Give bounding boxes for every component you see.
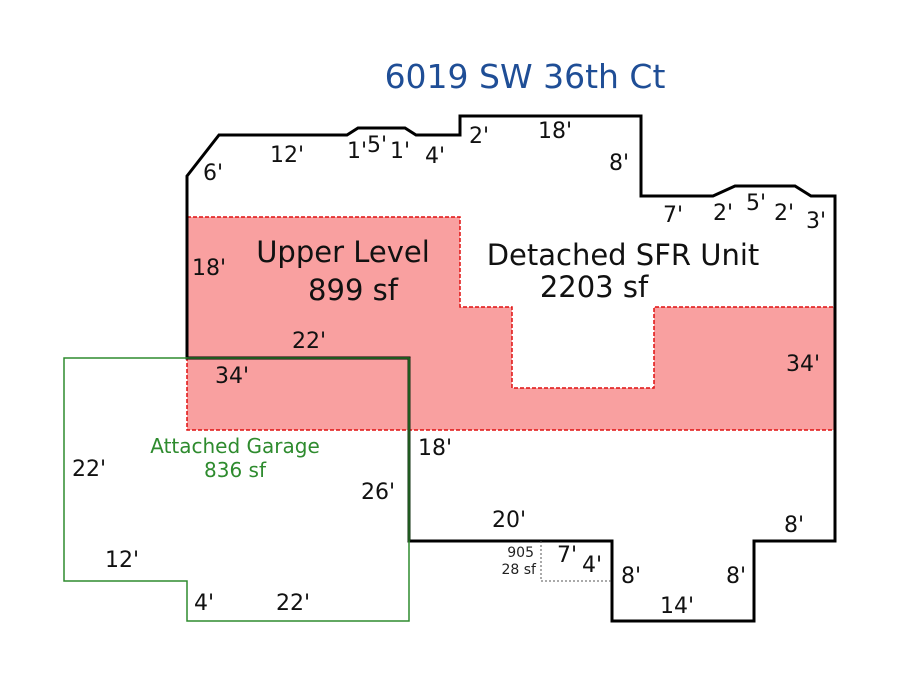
dimension-label: 12': [270, 143, 304, 168]
dimension-label: 5': [746, 191, 766, 216]
dimension-label: 8': [784, 513, 804, 538]
dimension-label: 6': [203, 161, 223, 186]
dimension-label: 26': [361, 480, 395, 505]
small-area-size: 28 sf: [502, 562, 538, 578]
dimension-label: 20': [492, 508, 526, 533]
sketch-title: 6019 SW 36th Ct: [385, 57, 666, 96]
detached-sfr-outline: [185, 114, 837, 623]
garage-label: Attached Garage: [150, 434, 320, 458]
dimension-label: 8': [609, 151, 629, 176]
dimension-label: 4': [425, 144, 445, 169]
small-area-outline: [540, 541, 612, 582]
dimension-label: 22': [276, 591, 310, 616]
dimension-label: 7': [557, 543, 577, 568]
dimension-label: 1': [347, 139, 367, 164]
dimension-label: 8': [621, 564, 641, 589]
detached-sfr-size: 2203 sf: [540, 270, 649, 304]
dimension-label: 4': [194, 591, 214, 616]
small-area-label: 905: [507, 545, 534, 561]
dimension-label: 3': [806, 209, 826, 234]
dimension-label: 34': [215, 364, 249, 389]
dimension-label: 18': [192, 256, 226, 281]
dimension-label: 7': [663, 203, 683, 228]
dimension-label: 1': [390, 139, 410, 164]
dimension-label: 4': [582, 553, 602, 578]
upper-level-size: 899 sf: [308, 273, 399, 307]
dimension-label: 5': [367, 133, 387, 158]
dimension-label: 14': [660, 594, 694, 619]
dimension-label: 2': [469, 124, 489, 149]
garage-size: 836 sf: [204, 458, 267, 482]
upper-level-label: Upper Level: [256, 235, 430, 269]
dimension-label: 18': [538, 119, 572, 144]
dimension-label: 34': [786, 352, 820, 377]
upper-level-area: [186, 216, 836, 431]
dimension-label: 22': [292, 329, 326, 354]
dimension-label: 22': [72, 457, 106, 482]
dimension-label: 8': [726, 564, 746, 589]
dimension-label: 18': [418, 436, 452, 461]
dimension-label: 12': [105, 548, 139, 573]
dimension-label: 2': [713, 201, 733, 226]
dimension-label: 2': [774, 201, 794, 226]
detached-sfr-label: Detached SFR Unit: [487, 238, 760, 272]
